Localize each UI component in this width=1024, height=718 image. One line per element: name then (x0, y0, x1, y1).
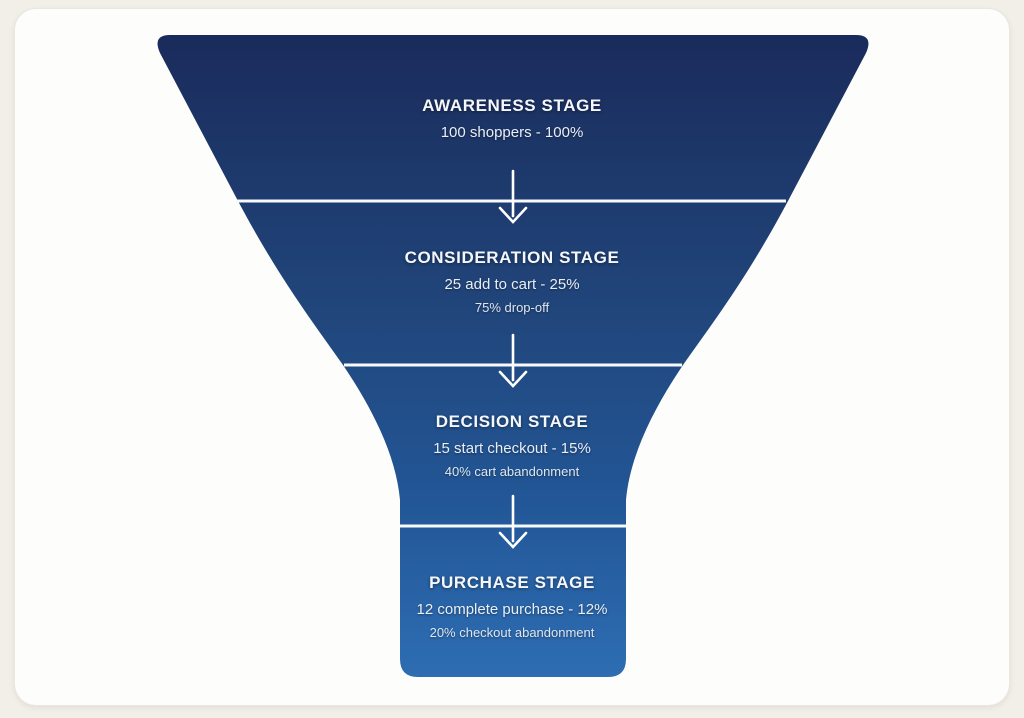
down-arrow-icon (498, 494, 528, 549)
down-arrow-icon (498, 169, 528, 224)
down-arrow-icon (498, 333, 528, 388)
